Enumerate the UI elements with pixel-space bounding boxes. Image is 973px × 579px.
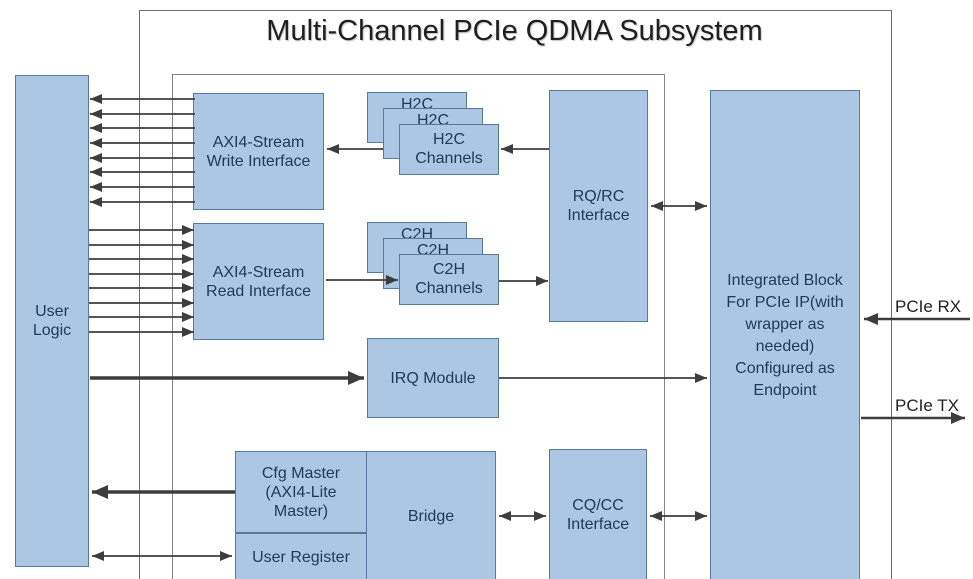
subsystem-outer-boundary bbox=[139, 10, 892, 579]
bridge-block: Bridge bbox=[366, 451, 496, 579]
axi-write-interface-block: AXI4-Stream Write Interface bbox=[193, 93, 324, 210]
h2c-channel-box-front: H2C Channels bbox=[399, 124, 499, 175]
pcie-rx-label: PCIe RX bbox=[895, 297, 962, 316]
diagram-title: Multi-Channel PCIe QDMA Subsystem bbox=[266, 15, 763, 47]
c2h-channel-box-front: C2H Channels bbox=[399, 254, 499, 305]
integrated-pcie-block: Integrated Block For PCIe IP(with wrappe… bbox=[710, 90, 860, 579]
axi-read-interface-block: AXI4-Stream Read Interface bbox=[193, 223, 324, 340]
cfg-master-block: Cfg Master (AXI4-Lite Master) bbox=[235, 451, 367, 533]
user-logic-block: User Logic bbox=[15, 75, 89, 567]
user-register-block: User Register bbox=[235, 533, 367, 579]
rqrc-interface-block: RQ/RC Interface bbox=[549, 90, 648, 322]
pcie-tx-label: PCIe TX bbox=[895, 396, 959, 415]
qdma-inner-boundary bbox=[172, 74, 665, 579]
cqcc-interface-block: CQ/CC Interface bbox=[549, 449, 647, 579]
irq-module-block: IRQ Module bbox=[367, 338, 499, 418]
